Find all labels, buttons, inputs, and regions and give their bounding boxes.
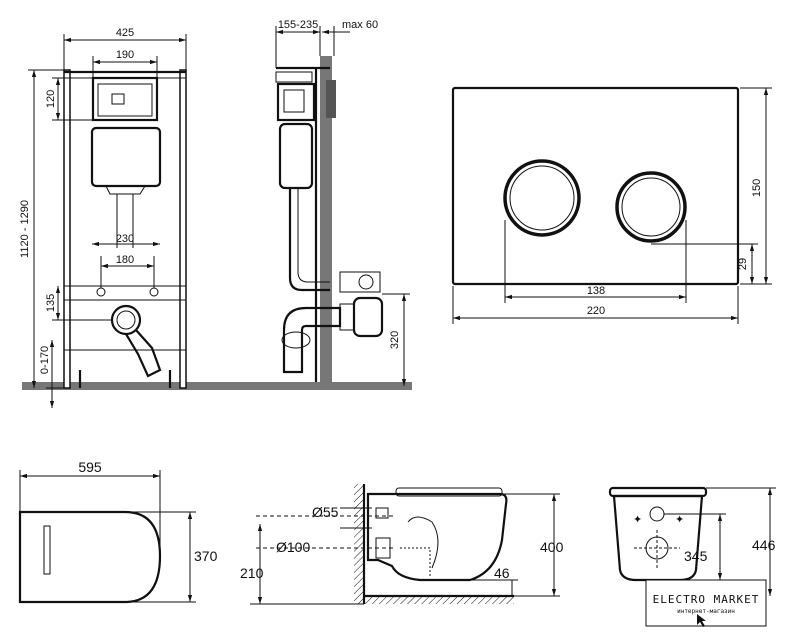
dim-box-height: 120 — [45, 90, 57, 108]
dim-box-width: 190 — [116, 49, 134, 61]
dim-230: 230 — [116, 233, 134, 245]
dim-320: 320 — [389, 331, 401, 349]
dim-max: max 60 — [342, 19, 378, 31]
flush-plate-drawing: 150 29 138 220 — [451, 86, 772, 324]
dim-180: 180 — [116, 254, 134, 266]
bowl-top-outline — [18, 510, 162, 604]
dim-plate-width: 220 — [587, 305, 605, 317]
wall — [320, 56, 332, 386]
dim-d100: Ø100 — [276, 539, 310, 555]
cursor-icon — [697, 614, 706, 627]
frame-front-view: 425 190 120 1120 - 1290 230 180 135 0-17… — [19, 27, 412, 408]
flush-button-large — [503, 159, 581, 237]
dim-210: 210 — [240, 565, 264, 581]
dim-46: 46 — [494, 565, 510, 581]
dim-total-height: 1120 - 1290 — [19, 200, 31, 258]
dim-plate-offset: 29 — [737, 258, 749, 270]
dim-400: 400 — [540, 539, 564, 555]
dim-plate-height: 150 — [751, 179, 763, 197]
dim-446: 446 — [752, 537, 776, 553]
dim-0-170: 0-170 — [39, 346, 51, 374]
dim-345: 345 — [684, 548, 708, 564]
frame-side-view: 155-235 max 60 320 — [275, 19, 410, 386]
svg-text:✦: ✦ — [633, 514, 642, 526]
dim-d55: Ø55 — [312, 504, 339, 520]
bowl-side-outline — [366, 492, 508, 582]
dim-135: 135 — [45, 294, 57, 312]
brand-name: ELECTRO MARKET — [653, 593, 760, 606]
floor-line — [22, 382, 412, 390]
svg-text:✦: ✦ — [675, 514, 684, 526]
bowl-side-view: Ø55 Ø100 210 400 46 — [240, 484, 564, 605]
dim-depth: 155-235 — [278, 19, 318, 31]
flush-plate — [451, 86, 740, 286]
dim-bowl-width: 370 — [194, 548, 218, 564]
dim-button-span: 138 — [587, 285, 605, 297]
bowl-top-view: 595 370 — [18, 459, 218, 604]
brand-tagline: интернет-магазин — [677, 608, 735, 615]
dim-bowl-length: 595 — [78, 459, 102, 475]
flush-button-small — [615, 171, 687, 243]
bowl-front-outline — [612, 494, 704, 582]
brand-logo: ELECTRO MARKET интернет-магазин — [645, 579, 767, 627]
dim-frame-width: 425 — [116, 27, 134, 39]
